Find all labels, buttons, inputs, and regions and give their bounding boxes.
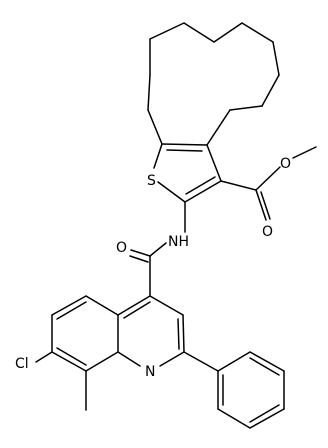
- bond: [56, 347, 87, 366]
- amide-linker: [129, 201, 186, 297]
- bond: [177, 318, 180, 350]
- bond: [130, 249, 151, 257]
- quinoline-ring: [51, 295, 185, 372]
- bond: [220, 180, 257, 191]
- bond: [85, 295, 119, 316]
- bond: [241, 22, 274, 43]
- bond: [149, 22, 185, 40]
- bond: [272, 41, 280, 76]
- bond: [206, 109, 231, 146]
- phenyl-ring: [183, 351, 285, 429]
- bond: [182, 314, 185, 353]
- bond: [129, 255, 149, 263]
- bond: [85, 351, 119, 372]
- bond: [159, 351, 185, 367]
- bond: [51, 351, 87, 372]
- bond: [217, 408, 251, 429]
- methyl-ester: [220, 146, 317, 221]
- bond: [51, 295, 87, 316]
- bond: [217, 351, 251, 372]
- ester-ether-oxygen-label: O: [280, 156, 291, 172]
- ester-carbonyl-oxygen-label: O: [262, 224, 273, 240]
- bond: [147, 109, 163, 145]
- bond: [56, 301, 87, 320]
- quinoline-nitrogen-label: N: [145, 364, 155, 380]
- amide-nitrogen-label: NH: [168, 234, 189, 250]
- bond: [161, 143, 208, 146]
- bond: [184, 180, 222, 203]
- sulfur-label: S: [147, 173, 156, 189]
- bond: [117, 351, 141, 367]
- chlorine-label: Cl: [15, 356, 29, 372]
- bond: [255, 189, 267, 221]
- bond: [35, 351, 53, 363]
- bond: [149, 242, 167, 257]
- cyclododecane-ring: [147, 22, 280, 146]
- bond: [229, 105, 263, 111]
- bond: [213, 22, 243, 43]
- thiophene-ring: [153, 143, 222, 203]
- bond: [166, 149, 203, 152]
- bond: [123, 301, 151, 319]
- bond: [261, 74, 280, 107]
- bond: [255, 166, 281, 191]
- bond: [206, 144, 222, 182]
- bond: [260, 191, 271, 220]
- bond: [147, 74, 151, 111]
- bond: [185, 176, 216, 195]
- bond: [249, 357, 280, 376]
- bond: [183, 22, 215, 43]
- bond: [153, 143, 163, 169]
- bond: [249, 351, 285, 372]
- bond: [183, 351, 219, 372]
- bond: [117, 295, 151, 316]
- amide-oxygen-label: O: [116, 240, 127, 256]
- bond: [292, 146, 317, 159]
- substituents: [35, 351, 87, 411]
- bond: [249, 404, 280, 423]
- bond: [149, 295, 184, 316]
- bond: [157, 181, 186, 203]
- bond: [249, 408, 285, 429]
